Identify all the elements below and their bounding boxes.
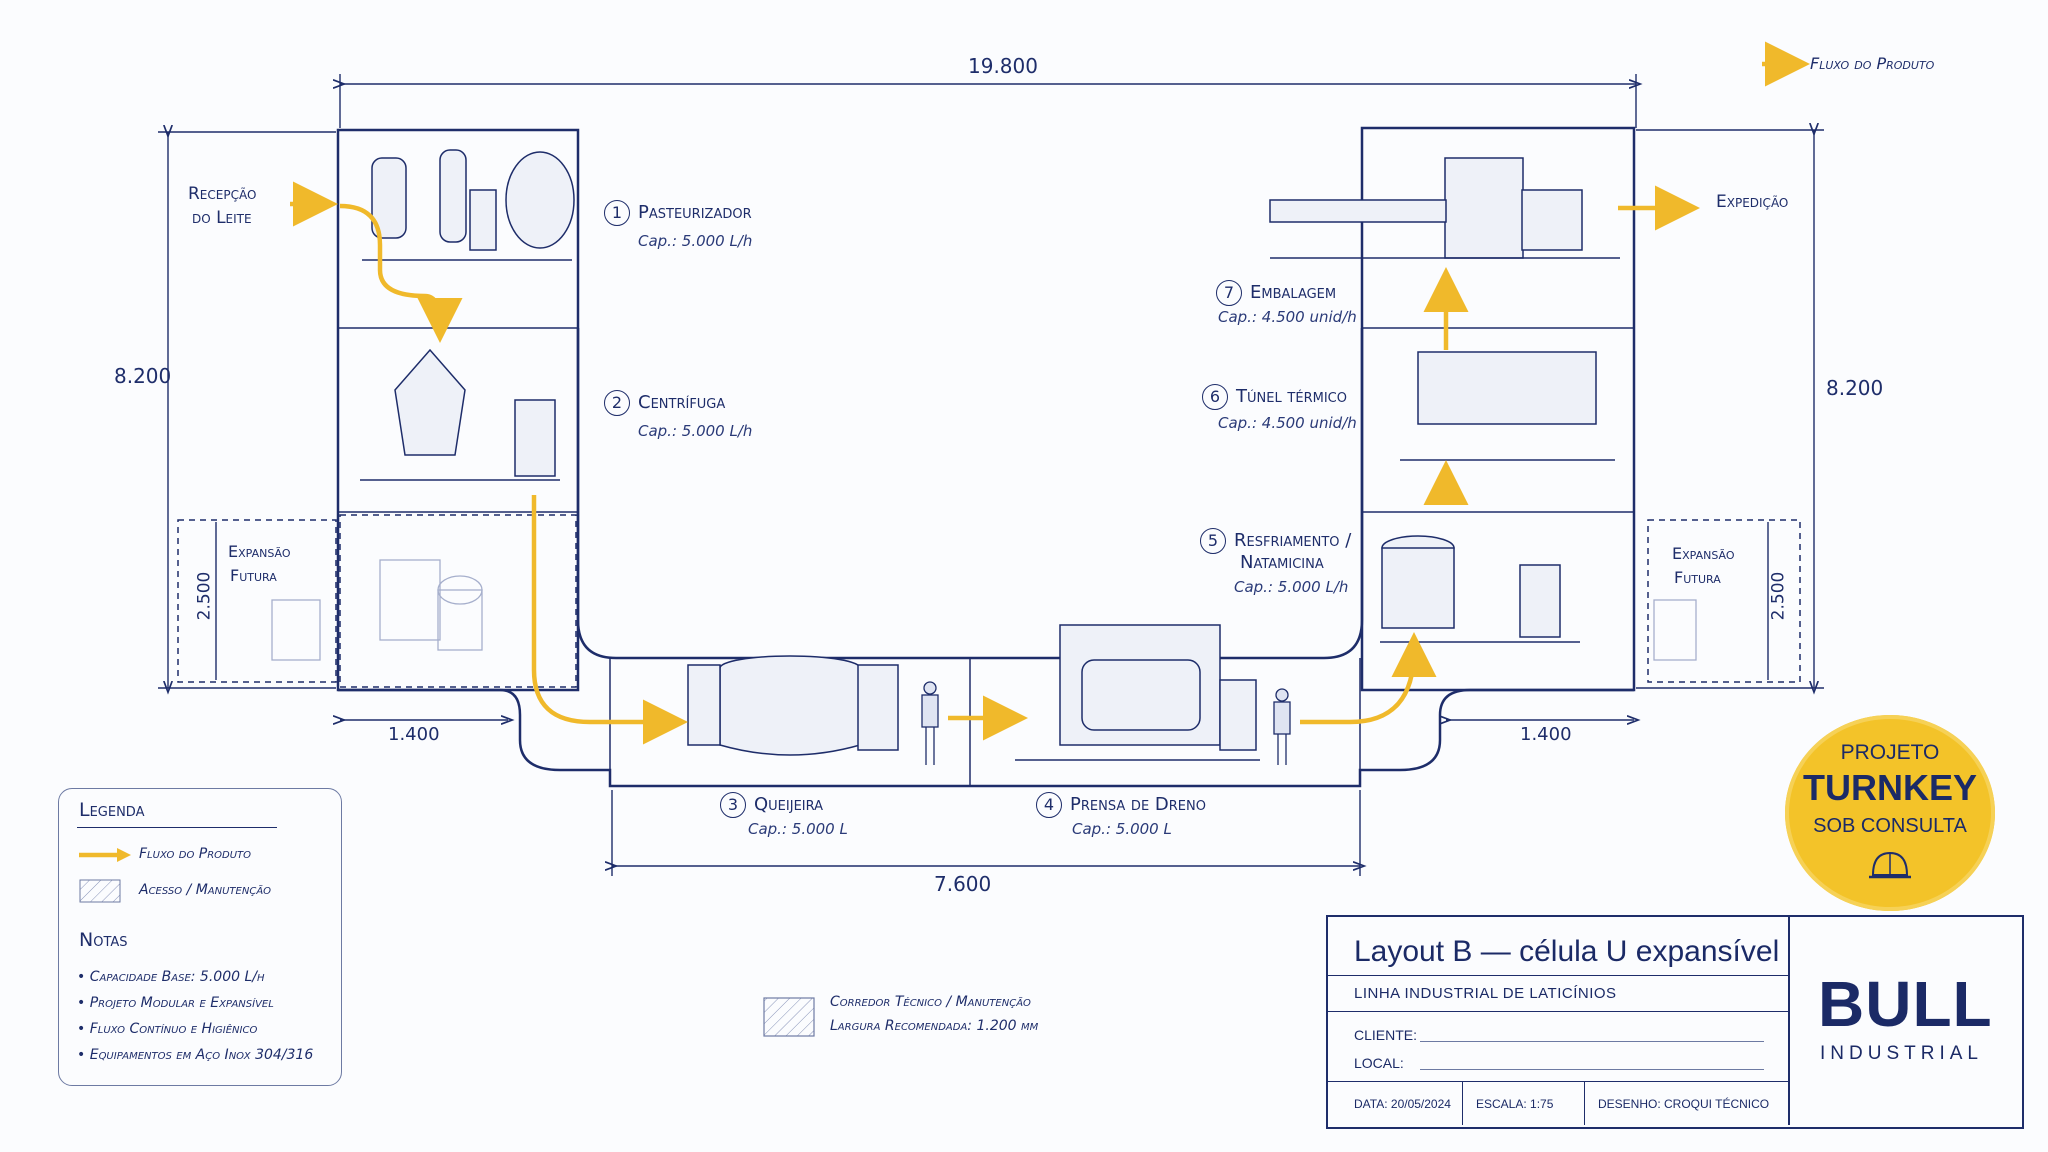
station-2-capacity: Cap.: 5.000 L/h <box>638 422 753 440</box>
tb-rule <box>1328 975 1788 976</box>
note-item: • Capacidade Base: 5.000 L/h <box>77 969 265 985</box>
station-1-name: Pasteurizador <box>638 202 752 223</box>
shipping-label: Expedição <box>1716 192 1789 212</box>
legend-access-label: Acesso / Manutenção <box>139 882 272 898</box>
receipt-label-line1: Recepção <box>188 184 257 204</box>
notes-title: Notas <box>79 929 128 951</box>
dimension-lines <box>158 74 1824 876</box>
ghost-equipment <box>271 559 1697 661</box>
station-5-name-line1: Resfriamento / <box>1234 530 1352 551</box>
legend-panel: Legenda Fluxo do Produto Acesso / Manute… <box>58 788 342 1086</box>
client-label: CLIENTE: <box>1354 1027 1418 1043</box>
station-7-name: Embalagem <box>1250 282 1337 303</box>
station-7-number: 7 <box>1216 280 1242 306</box>
hard-hat-icon <box>1869 851 1911 879</box>
brand-logo-sub: INDUSTRIAL <box>1820 1043 1983 1064</box>
legend-flow-label: Fluxo do Produto <box>139 846 252 862</box>
station-6-label: 6 Túnel térmico <box>1202 384 1347 410</box>
drawing-type: DESENHO: CROQUI TÉCNICO <box>1598 1097 1770 1111</box>
station-5-capacity: Cap.: 5.000 L/h <box>1234 578 1349 596</box>
tb-divider <box>1462 1081 1463 1125</box>
legend-flow-arrow-icon <box>79 848 131 862</box>
title-block-subtitle: LINHA INDUSTRIAL DE LATICÍNIOS <box>1354 985 1617 1002</box>
tb-divider <box>1584 1081 1585 1125</box>
drawing-date: DATA: 20/05/2024 <box>1354 1097 1451 1111</box>
station-6-capacity: Cap.: 4.500 unid/h <box>1218 414 1357 432</box>
badge-line3: SOB CONSULTA <box>1813 815 1967 837</box>
corridor-label-line1: Corredor Técnico / Manutenção <box>830 994 1031 1010</box>
dim-left-height: 8.200 <box>114 364 172 388</box>
corridor-label-line2: Largura Recomendada: 1.200 mm <box>830 1018 1039 1034</box>
dim-left-expansion-width: 1.400 <box>388 724 440 745</box>
dim-bottom-width: 7.600 <box>934 872 992 896</box>
equipment-sketches <box>360 149 1620 761</box>
station-5-label: 5 Resfriamento / <box>1200 528 1351 554</box>
expansion-zones <box>177 514 1801 688</box>
corridor-swatch <box>763 997 815 1037</box>
local-label: LOCAL: <box>1354 1055 1404 1071</box>
tb-rule <box>1328 1081 1788 1082</box>
flow-legend-label: Fluxo do Produto <box>1810 54 1935 73</box>
station-3-name: Queijeira <box>754 794 824 815</box>
note-item: • Fluxo Contínuo e Higiênico <box>77 1021 258 1037</box>
tb-rule <box>1328 1011 1788 1012</box>
station-7-capacity: Cap.: 4.500 unid/h <box>1218 308 1357 326</box>
badge-line1: PROJETO <box>1840 741 1940 764</box>
tb-divider <box>1788 917 1790 1125</box>
dim-left-expansion-height: 2.500 <box>194 571 215 621</box>
station-4-name: Prensa de Dreno <box>1070 794 1206 815</box>
station-4-number: 4 <box>1036 792 1062 818</box>
title-block: Layout B — célula U expansível LINHA IND… <box>1326 915 2024 1129</box>
station-6-name: Túnel térmico <box>1236 386 1347 407</box>
dim-top-width: 19.800 <box>968 54 1038 78</box>
note-item: • Equipamentos em Aço Inox 304/316 <box>77 1047 314 1063</box>
legend-access-swatch <box>79 879 121 903</box>
brand-logo: BULL <box>1818 968 1993 1040</box>
station-6-number: 6 <box>1202 384 1228 410</box>
station-2-number: 2 <box>604 390 630 416</box>
operators <box>921 681 1291 765</box>
station-4-capacity: Cap.: 5.000 L <box>1072 820 1172 838</box>
station-1-capacity: Cap.: 5.000 L/h <box>638 232 753 250</box>
expansion-left-line1: Expansão <box>228 542 291 561</box>
station-3-number: 3 <box>720 792 746 818</box>
title-block-title: Layout B — célula U expansível <box>1354 935 1780 968</box>
station-2-name: Centrífuga <box>638 392 726 413</box>
station-3-capacity: Cap.: 5.000 L <box>748 820 848 838</box>
station-3-label: 3 Queijeira <box>720 792 823 818</box>
note-item: • Projeto Modular e Expansível <box>77 995 274 1011</box>
dim-right-expansion-width: 1.400 <box>1520 724 1572 745</box>
badge-line2: TURNKEY <box>1802 767 1977 808</box>
expansion-left-line2: Futura <box>230 566 277 585</box>
station-1-number: 1 <box>604 200 630 226</box>
receipt-label-line2: do Leite <box>192 208 252 228</box>
product-flow <box>290 41 1810 745</box>
client-line <box>1420 1041 1764 1042</box>
station-1-label: 1 Pasteurizador <box>604 200 752 226</box>
expansion-right-line1: Expansão <box>1672 544 1735 563</box>
expansion-right-line2: Futura <box>1674 568 1721 587</box>
drawing-scale: ESCALA: 1:75 <box>1476 1097 1554 1111</box>
station-2-label: 2 Centrífuga <box>604 390 725 416</box>
turnkey-badge: PROJETO TURNKEY SOB CONSULTA <box>1785 715 1995 911</box>
station-5-name-line2: Natamicina <box>1240 552 1324 573</box>
station-4-label: 4 Prensa de Dreno <box>1036 792 1206 818</box>
station-5-number: 5 <box>1200 528 1226 554</box>
legend-title: Legenda <box>79 799 145 821</box>
dim-right-height: 8.200 <box>1826 376 1884 400</box>
local-line <box>1420 1069 1764 1070</box>
dim-right-expansion-height: 2.500 <box>1768 571 1789 621</box>
legend-rule <box>77 827 277 828</box>
station-7-label: 7 Embalagem <box>1216 280 1336 306</box>
